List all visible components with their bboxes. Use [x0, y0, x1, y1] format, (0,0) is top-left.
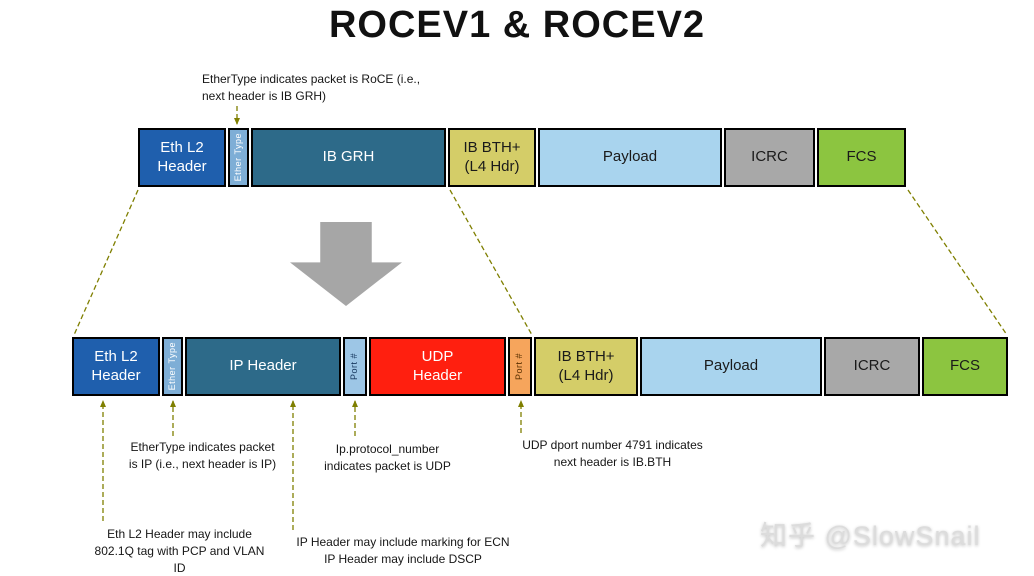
udp-header-label: UDP Header [412, 347, 463, 384]
udp-dst-port-label: Port # [514, 352, 525, 380]
ip-header: IP Header [185, 337, 341, 396]
ip-header-label: IP Header [229, 357, 297, 375]
fcs-label: FCS [846, 148, 877, 166]
connector-line-left [73, 189, 139, 336]
udp-src-port: Port # [343, 337, 367, 396]
annotation-ethertype-ip: EtherType indicates packet is IP (i.e., … [128, 440, 277, 471]
ib-bth: IB BTH+ (L4 Hdr) [534, 337, 638, 396]
payload: Payload [640, 337, 822, 396]
fcs: FCS [922, 337, 1008, 396]
ib-bth: IB BTH+ (L4 Hdr) [448, 128, 536, 187]
ib-grh: IB GRH [251, 128, 446, 187]
page-title: ROCEV1 & ROCEV2 [328, 4, 706, 46]
payload: Payload [538, 128, 722, 187]
fcs: FCS [817, 128, 906, 187]
udp-header: UDP Header [369, 337, 506, 396]
ether-type: Ether Type [228, 128, 249, 187]
eth-l2-header-label: Eth L2 Header [157, 138, 207, 175]
eth-l2-header-label: Eth L2 Header [91, 347, 141, 384]
rocev1-packet-row: Eth L2 Header Ether Type IB GRH IB BTH+ (L4… [138, 128, 906, 187]
udp-dst-port: Port # [508, 337, 532, 396]
ib-grh-label: IB GRH [322, 148, 375, 166]
icrc: ICRC [724, 128, 815, 187]
eth-l2-header: Eth L2 Header [138, 128, 226, 187]
udp-src-port-label: Port # [349, 352, 360, 380]
annotation-eth-8021q: Eth L2 Header may include 802.1Q tag wit… [94, 527, 265, 575]
annotation-protocol-number: Ip.protocol_number indicates packet is U… [324, 442, 451, 473]
rocev2-packet-row: Eth L2 Header Ether Type IP Header Port # UD… [72, 337, 1008, 396]
fcs-label: FCS [950, 357, 980, 375]
connector-line-middle [449, 189, 533, 336]
annotation-ethertype-roce: EtherType indicates packet is RoCE (i.e.… [202, 72, 421, 103]
eth-l2-header: Eth L2 Header [72, 337, 160, 396]
ether-type: Ether Type [162, 337, 183, 396]
ether-type-label: Ether Type [232, 133, 243, 182]
icrc: ICRC [824, 337, 920, 396]
ether-type-label: Ether Type [166, 342, 177, 391]
ib-bth-label: IB BTH+ (L4 Hdr) [463, 138, 521, 175]
annotation-udp-dport: UDP dport number 4791 indicates next hea… [522, 438, 703, 469]
payload-label: Payload [602, 148, 658, 166]
icrc-label: ICRC [751, 148, 788, 166]
icrc-label: ICRC [853, 357, 891, 375]
annotation-ip-ecn: IP Header may include marking for ECN IP… [296, 535, 510, 566]
payload-label: Payload [703, 357, 759, 375]
down-arrow-icon [290, 222, 402, 306]
connector-line-right [907, 189, 1008, 336]
ib-bth-label: IB BTH+ (L4 Hdr) [557, 347, 615, 384]
watermark: 知乎 @SlowSnail [760, 521, 981, 551]
